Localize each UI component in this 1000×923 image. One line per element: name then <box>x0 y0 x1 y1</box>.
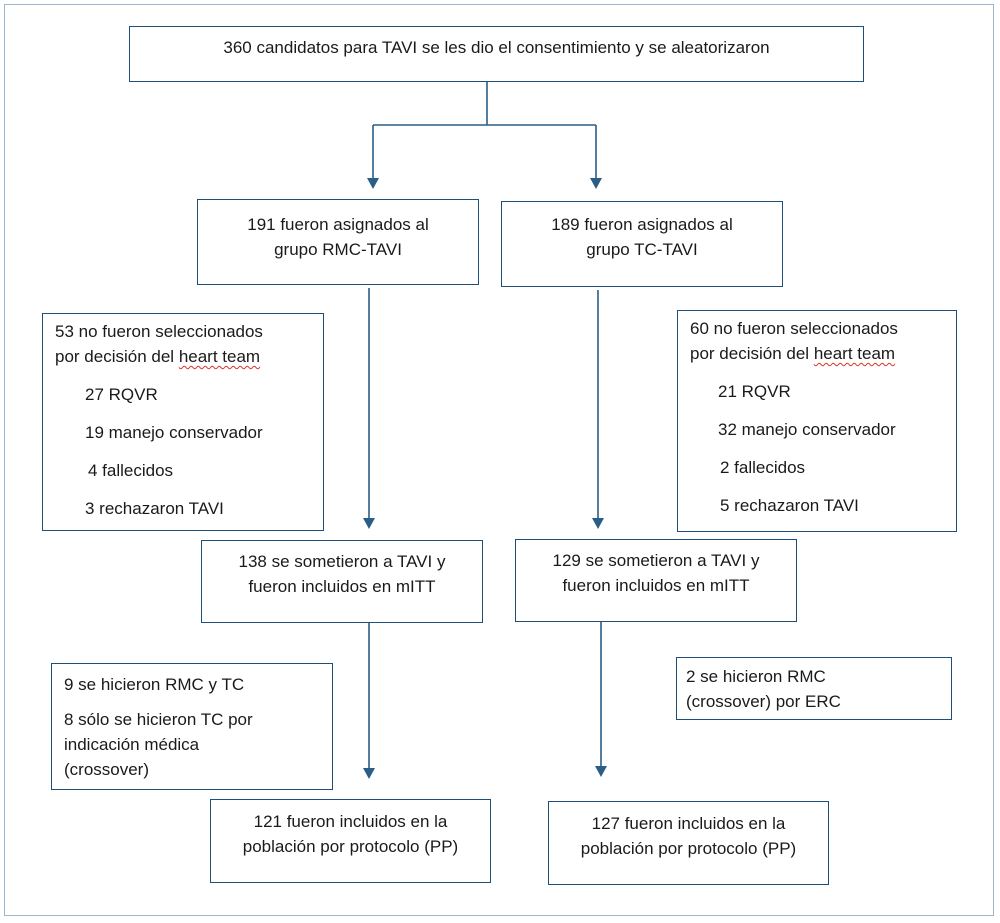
left-mitt-box: 138 se sometieron a TAVI y fueron inclui… <box>201 540 483 623</box>
right-crossover-line-2: (crossover) por ERC <box>686 692 841 711</box>
arrowhead-left-mitt <box>363 518 375 529</box>
right-crossover-line-1: 2 se hicieron RMC <box>686 667 826 686</box>
diagram-frame <box>4 4 994 916</box>
left-assigned-box: 191 fueron asignados al grupo RMC-TAVI <box>197 199 479 285</box>
arrowhead-left-pp <box>363 768 375 779</box>
left-excluded-heading-2-term: heart team <box>178 347 261 366</box>
left-excluded-box: 53 no fueron seleccionados por decisión … <box>42 313 324 531</box>
left-crossover-line-2a: 8 sólo se hicieron TC por <box>64 710 253 729</box>
right-assigned-box: 189 fueron asignados al grupo TC-TAVI <box>501 201 783 287</box>
right-excluded-heading-2-term: heart team <box>813 344 896 363</box>
right-pp-line-2: población por protocolo (PP) <box>580 839 797 858</box>
right-mitt-line-2: fueron incluidos en mITT <box>562 576 750 595</box>
right-excluded-item-2: 32 manejo conservador <box>718 420 896 439</box>
left-excluded-heading-2: por decisión del heart team <box>55 344 323 369</box>
right-excluded-heading-2-prefix: por decisión del <box>690 344 814 363</box>
left-excluded-item-4: 3 rechazaron TAVI <box>85 499 224 518</box>
left-mitt-line-2: fueron incluidos en mITT <box>248 577 436 596</box>
left-crossover-line-2c: (crossover) <box>64 760 150 779</box>
arrowhead-right-pp <box>595 766 607 777</box>
left-pp-box: 121 fueron incluidos en la población por… <box>210 799 491 883</box>
arrowhead-right-mitt <box>592 518 604 529</box>
left-pp-line-1: 121 fueron incluidos en la <box>253 812 448 831</box>
left-crossover-line-1: 9 se hicieron RMC y TC <box>64 675 245 694</box>
randomized-text: 360 candidatos para TAVI se les dio el c… <box>223 38 770 57</box>
left-crossover-line-2b: indicación médica <box>64 735 200 754</box>
arrowhead-right-assigned <box>590 178 602 189</box>
right-crossover-box: 2 se hicieron RMC (crossover) por ERC <box>676 657 952 720</box>
right-excluded-item-3: 2 fallecidos <box>720 458 806 477</box>
left-mitt-line-1: 138 se sometieron a TAVI y <box>238 552 446 571</box>
right-excluded-heading-2: por decisión del heart team <box>690 341 956 366</box>
left-excluded-item-2: 19 manejo conservador <box>85 423 263 442</box>
left-excluded-item-1: 27 RQVR <box>85 385 158 404</box>
right-pp-box: 127 fueron incluidos en la población por… <box>548 801 829 885</box>
right-mitt-box: 129 se sometieron a TAVI y fueron inclui… <box>515 539 797 622</box>
right-mitt-line-1: 129 se sometieron a TAVI y <box>552 551 760 570</box>
right-excluded-heading-1: 60 no fueron seleccionados <box>690 319 898 338</box>
left-assigned-line-1: 191 fueron asignados al <box>247 215 429 234</box>
right-pp-line-1: 127 fueron incluidos en la <box>591 814 786 833</box>
left-excluded-heading-2-prefix: por decisión del <box>55 347 179 366</box>
left-assigned-line-2: grupo RMC-TAVI <box>274 240 402 259</box>
arrowhead-left-assigned <box>367 178 379 189</box>
right-excluded-item-4: 5 rechazaron TAVI <box>720 496 859 515</box>
left-excluded-heading-1: 53 no fueron seleccionados <box>55 322 263 341</box>
left-pp-line-2: población por protocolo (PP) <box>242 837 459 856</box>
right-excluded-item-1: 21 RQVR <box>718 382 791 401</box>
randomized-box: 360 candidatos para TAVI se les dio el c… <box>129 26 864 82</box>
left-excluded-item-3: 4 fallecidos <box>88 461 174 480</box>
right-excluded-box: 60 no fueron seleccionados por decisión … <box>677 310 957 532</box>
right-assigned-line-2: grupo TC-TAVI <box>586 240 698 259</box>
left-crossover-box: 9 se hicieron RMC y TC 8 sólo se hiciero… <box>51 663 333 790</box>
right-assigned-line-1: 189 fueron asignados al <box>551 215 733 234</box>
